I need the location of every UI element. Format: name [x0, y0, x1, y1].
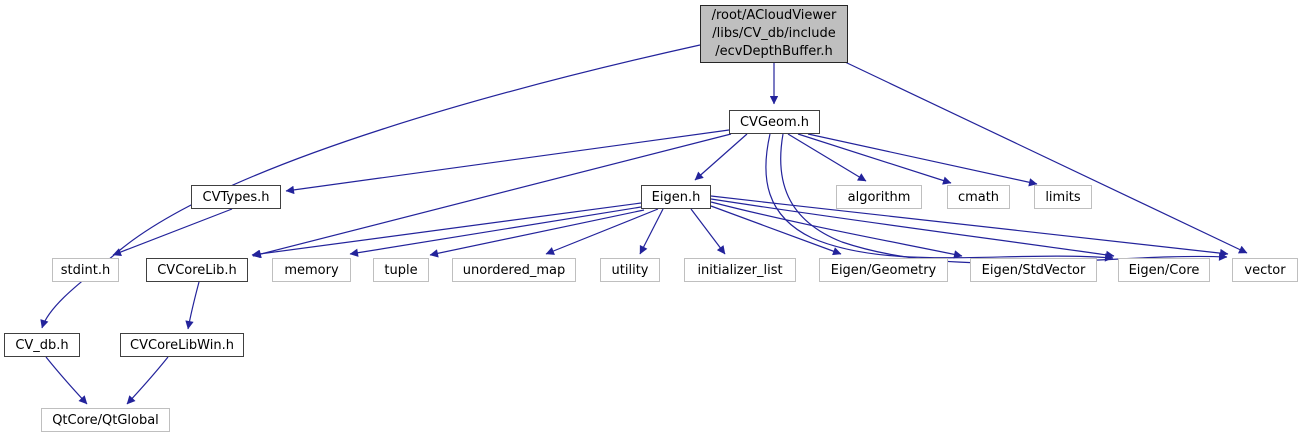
edge-eigen-h-to-eigen-core — [710, 198, 1115, 260]
node-algorithm-label: algorithm — [847, 189, 911, 205]
node-tuple-label: tuple — [384, 262, 418, 278]
edge-cvtypes-h-to-stdint-h — [112, 208, 233, 257]
node-cvgeom-h-label: CVGeom.h — [739, 114, 810, 130]
node-eigen-stdvector-label: Eigen/StdVector — [981, 262, 1086, 278]
edge-cvgeom-h-to-limits — [807, 133, 1038, 187]
edge-cvcorelibwin-h-to-qtcore-qtglobal — [126, 356, 169, 405]
node-stdint-h: stdint.h — [52, 258, 119, 282]
node-algorithm: algorithm — [836, 185, 922, 209]
node-cvcorelib-h-label: CVCoreLib.h — [157, 262, 237, 278]
node-ecvdepthbuffer-h: /root/ACloudViewer/libs/CV_db/include/ec… — [700, 5, 848, 63]
edge-cv-db-h-to-qtcore-qtglobal — [45, 356, 88, 405]
edge-eigen-h-to-eigen-stdvector — [710, 201, 963, 259]
node-utility: utility — [600, 258, 660, 282]
node-qtcore-qtglobal: QtCore/QtGlobal — [41, 408, 170, 432]
node-initializer-list-label: initializer_list — [697, 262, 783, 278]
node-cv-db-h-label: CV_db.h — [15, 337, 69, 353]
edge-eigen-h-to-tuple — [429, 209, 645, 258]
node-ecvdepthbuffer-h-label-line: /libs/CV_db/include — [712, 26, 836, 41]
edge-cvgeom-h-to-cvcorelib-h — [252, 133, 732, 259]
node-utility-label: utility — [611, 262, 649, 278]
node-memory: memory — [272, 258, 351, 282]
node-eigen-h-label: Eigen.h — [651, 189, 701, 205]
edge-ecvdepthbuffer-h-to-vector — [844, 61, 1248, 254]
node-vector: vector — [1232, 258, 1298, 282]
node-eigen-core-label: Eigen/Core — [1128, 262, 1200, 278]
node-stdint-h-label: stdint.h — [60, 262, 111, 278]
edge-cvcorelib-h-to-cvcorelibwin-h — [185, 281, 200, 330]
node-cvgeom-h[interactable]: CVGeom.h — [729, 110, 820, 134]
node-ecvdepthbuffer-h-label-line: /root/ACloudViewer — [711, 8, 837, 23]
edge-ecvdepthbuffer-h-to-cv-db-h — [40, 44, 701, 329]
edge-cvgeom-h-to-cmath — [797, 133, 952, 185]
node-cvcorelibwin-h-label: CVCoreLibWin.h — [130, 337, 234, 353]
edge-eigen-h-to-eigen-geometry — [710, 205, 842, 256]
node-vector-label: vector — [1244, 262, 1286, 278]
edge-eigen-h-to-initializer-list — [690, 208, 726, 255]
edge-cvgeom-h-to-eigen-h — [694, 133, 748, 181]
node-cvtypes-h[interactable]: CVTypes.h — [191, 185, 281, 209]
node-qtcore-qtglobal-label: QtCore/QtGlobal — [52, 412, 159, 428]
node-limits: limits — [1034, 185, 1092, 209]
node-unordered-map-label: unordered_map — [462, 262, 566, 278]
node-cmath: cmath — [947, 185, 1010, 209]
edge-eigen-h-to-memory — [349, 206, 642, 257]
edge-eigen-h-to-cvcorelib-h — [251, 202, 642, 259]
node-eigen-core: Eigen/Core — [1118, 258, 1210, 282]
node-unordered-map: unordered_map — [452, 258, 576, 282]
node-tuple: tuple — [373, 258, 429, 282]
node-initializer-list: initializer_list — [684, 258, 796, 282]
node-ecvdepthbuffer-h-label-line: /ecvDepthBuffer.h — [715, 44, 833, 59]
node-eigen-stdvector: Eigen/StdVector — [970, 258, 1097, 282]
node-memory-label: memory — [284, 262, 339, 278]
node-cmath-label: cmath — [957, 189, 1000, 205]
edge-eigen-h-to-vector — [710, 195, 1229, 258]
node-eigen-geometry: Eigen/Geometry — [819, 258, 948, 282]
node-cvcorelibwin-h[interactable]: CVCoreLibWin.h — [120, 333, 244, 357]
edge-eigen-h-to-utility — [639, 208, 664, 255]
node-eigen-geometry-label: Eigen/Geometry — [830, 262, 937, 278]
node-cvtypes-h-label: CVTypes.h — [202, 189, 270, 205]
node-eigen-h[interactable]: Eigen.h — [641, 185, 711, 209]
edge-cvgeom-h-to-cvtypes-h — [285, 129, 730, 195]
node-cvcorelib-h[interactable]: CVCoreLib.h — [146, 258, 248, 282]
node-limits-label: limits — [1045, 189, 1081, 205]
edge-cvgeom-h-to-algorithm — [787, 133, 867, 182]
edge-eigen-h-to-unordered-map — [545, 208, 659, 255]
node-cv-db-h[interactable]: CV_db.h — [4, 333, 80, 357]
